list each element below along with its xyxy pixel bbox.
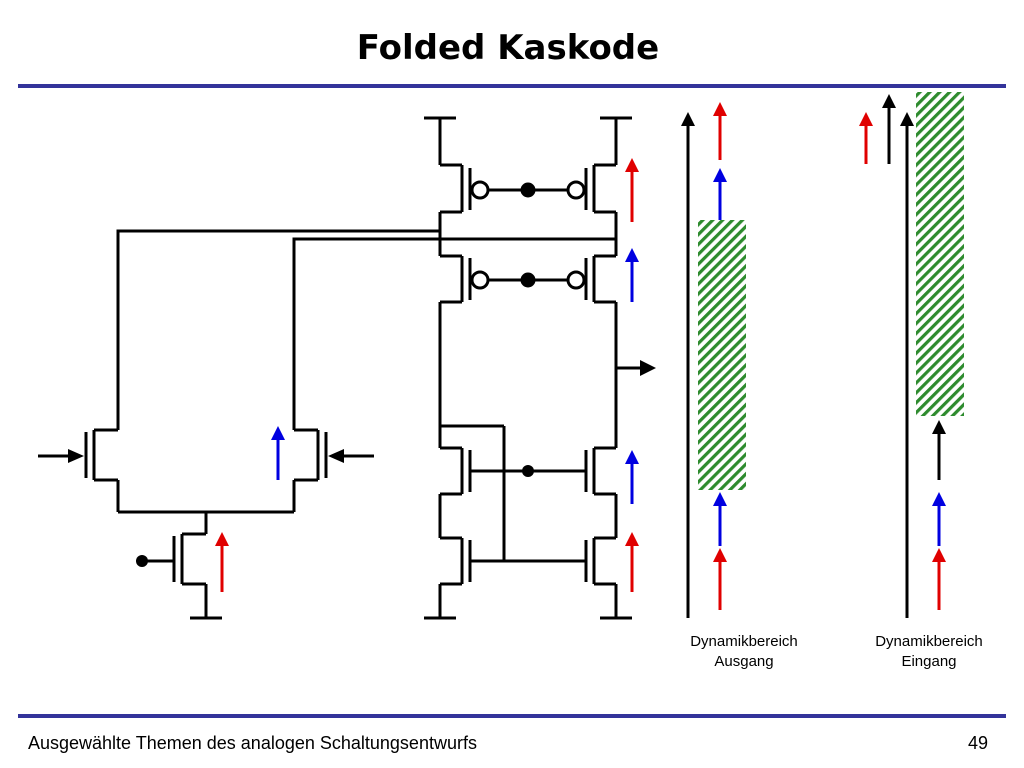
fold-wires (116, 229, 616, 400)
pmos-cascode-left (438, 254, 472, 426)
blue-arrow (625, 248, 639, 262)
blue-arrow (713, 492, 727, 506)
pmos-current-source-left (424, 116, 472, 256)
tail-bias-dot (136, 555, 148, 567)
vds-arrows (215, 158, 639, 592)
footer-divider (18, 714, 1006, 718)
input-transistor-left (38, 400, 120, 512)
tail-current-source (118, 510, 294, 620)
red-arrow (215, 532, 229, 546)
input-range-hatch (916, 92, 964, 416)
caption-output-line2: Ausgang (714, 653, 774, 670)
red-arrow (713, 548, 727, 562)
pmos-current-source-right (584, 116, 632, 256)
red-arrow (932, 548, 946, 562)
nmos-cascode-mirror (424, 424, 632, 620)
black-arrow (932, 420, 946, 434)
pmos-bias-line-cascode (470, 270, 586, 290)
page-number: 49 (967, 733, 988, 753)
caption-input-line1: Dynamikbereich (875, 633, 983, 650)
output-range-hatch (698, 220, 746, 490)
blue-arrow (713, 168, 727, 182)
output-range-graphic (681, 102, 746, 618)
blue-arrow (271, 426, 285, 440)
blue-arrow (625, 450, 639, 464)
mirror-junction-dot (522, 465, 534, 477)
caption-input-line2: Eingang (901, 653, 957, 670)
supply-arrow (900, 112, 914, 126)
caption-output-line1: Dynamikbereich (690, 633, 798, 650)
input-arrow-right (328, 449, 344, 463)
title-divider (18, 84, 1006, 88)
page-title: Folded Kaskode (356, 28, 660, 68)
red-arrow (713, 102, 727, 116)
input-range-graphic (859, 92, 964, 618)
red-arrow (625, 158, 639, 172)
input-transistor-right (292, 400, 374, 512)
black-arrow (882, 94, 896, 108)
red-arrow (625, 532, 639, 546)
pmos-cascode-right (584, 254, 618, 448)
footer-text: Ausgewählte Themen des analogen Schaltun… (28, 733, 477, 753)
red-arrow (859, 112, 873, 126)
caption-input: Dynamikbereich Eingang (856, 632, 1002, 672)
supply-arrow (681, 112, 695, 126)
caption-output: Dynamikbereich Ausgang (672, 632, 816, 672)
input-arrow-left (68, 449, 84, 463)
pmos-bias-line-top (470, 180, 586, 200)
blue-arrow (932, 492, 946, 506)
output-terminal (616, 360, 656, 376)
